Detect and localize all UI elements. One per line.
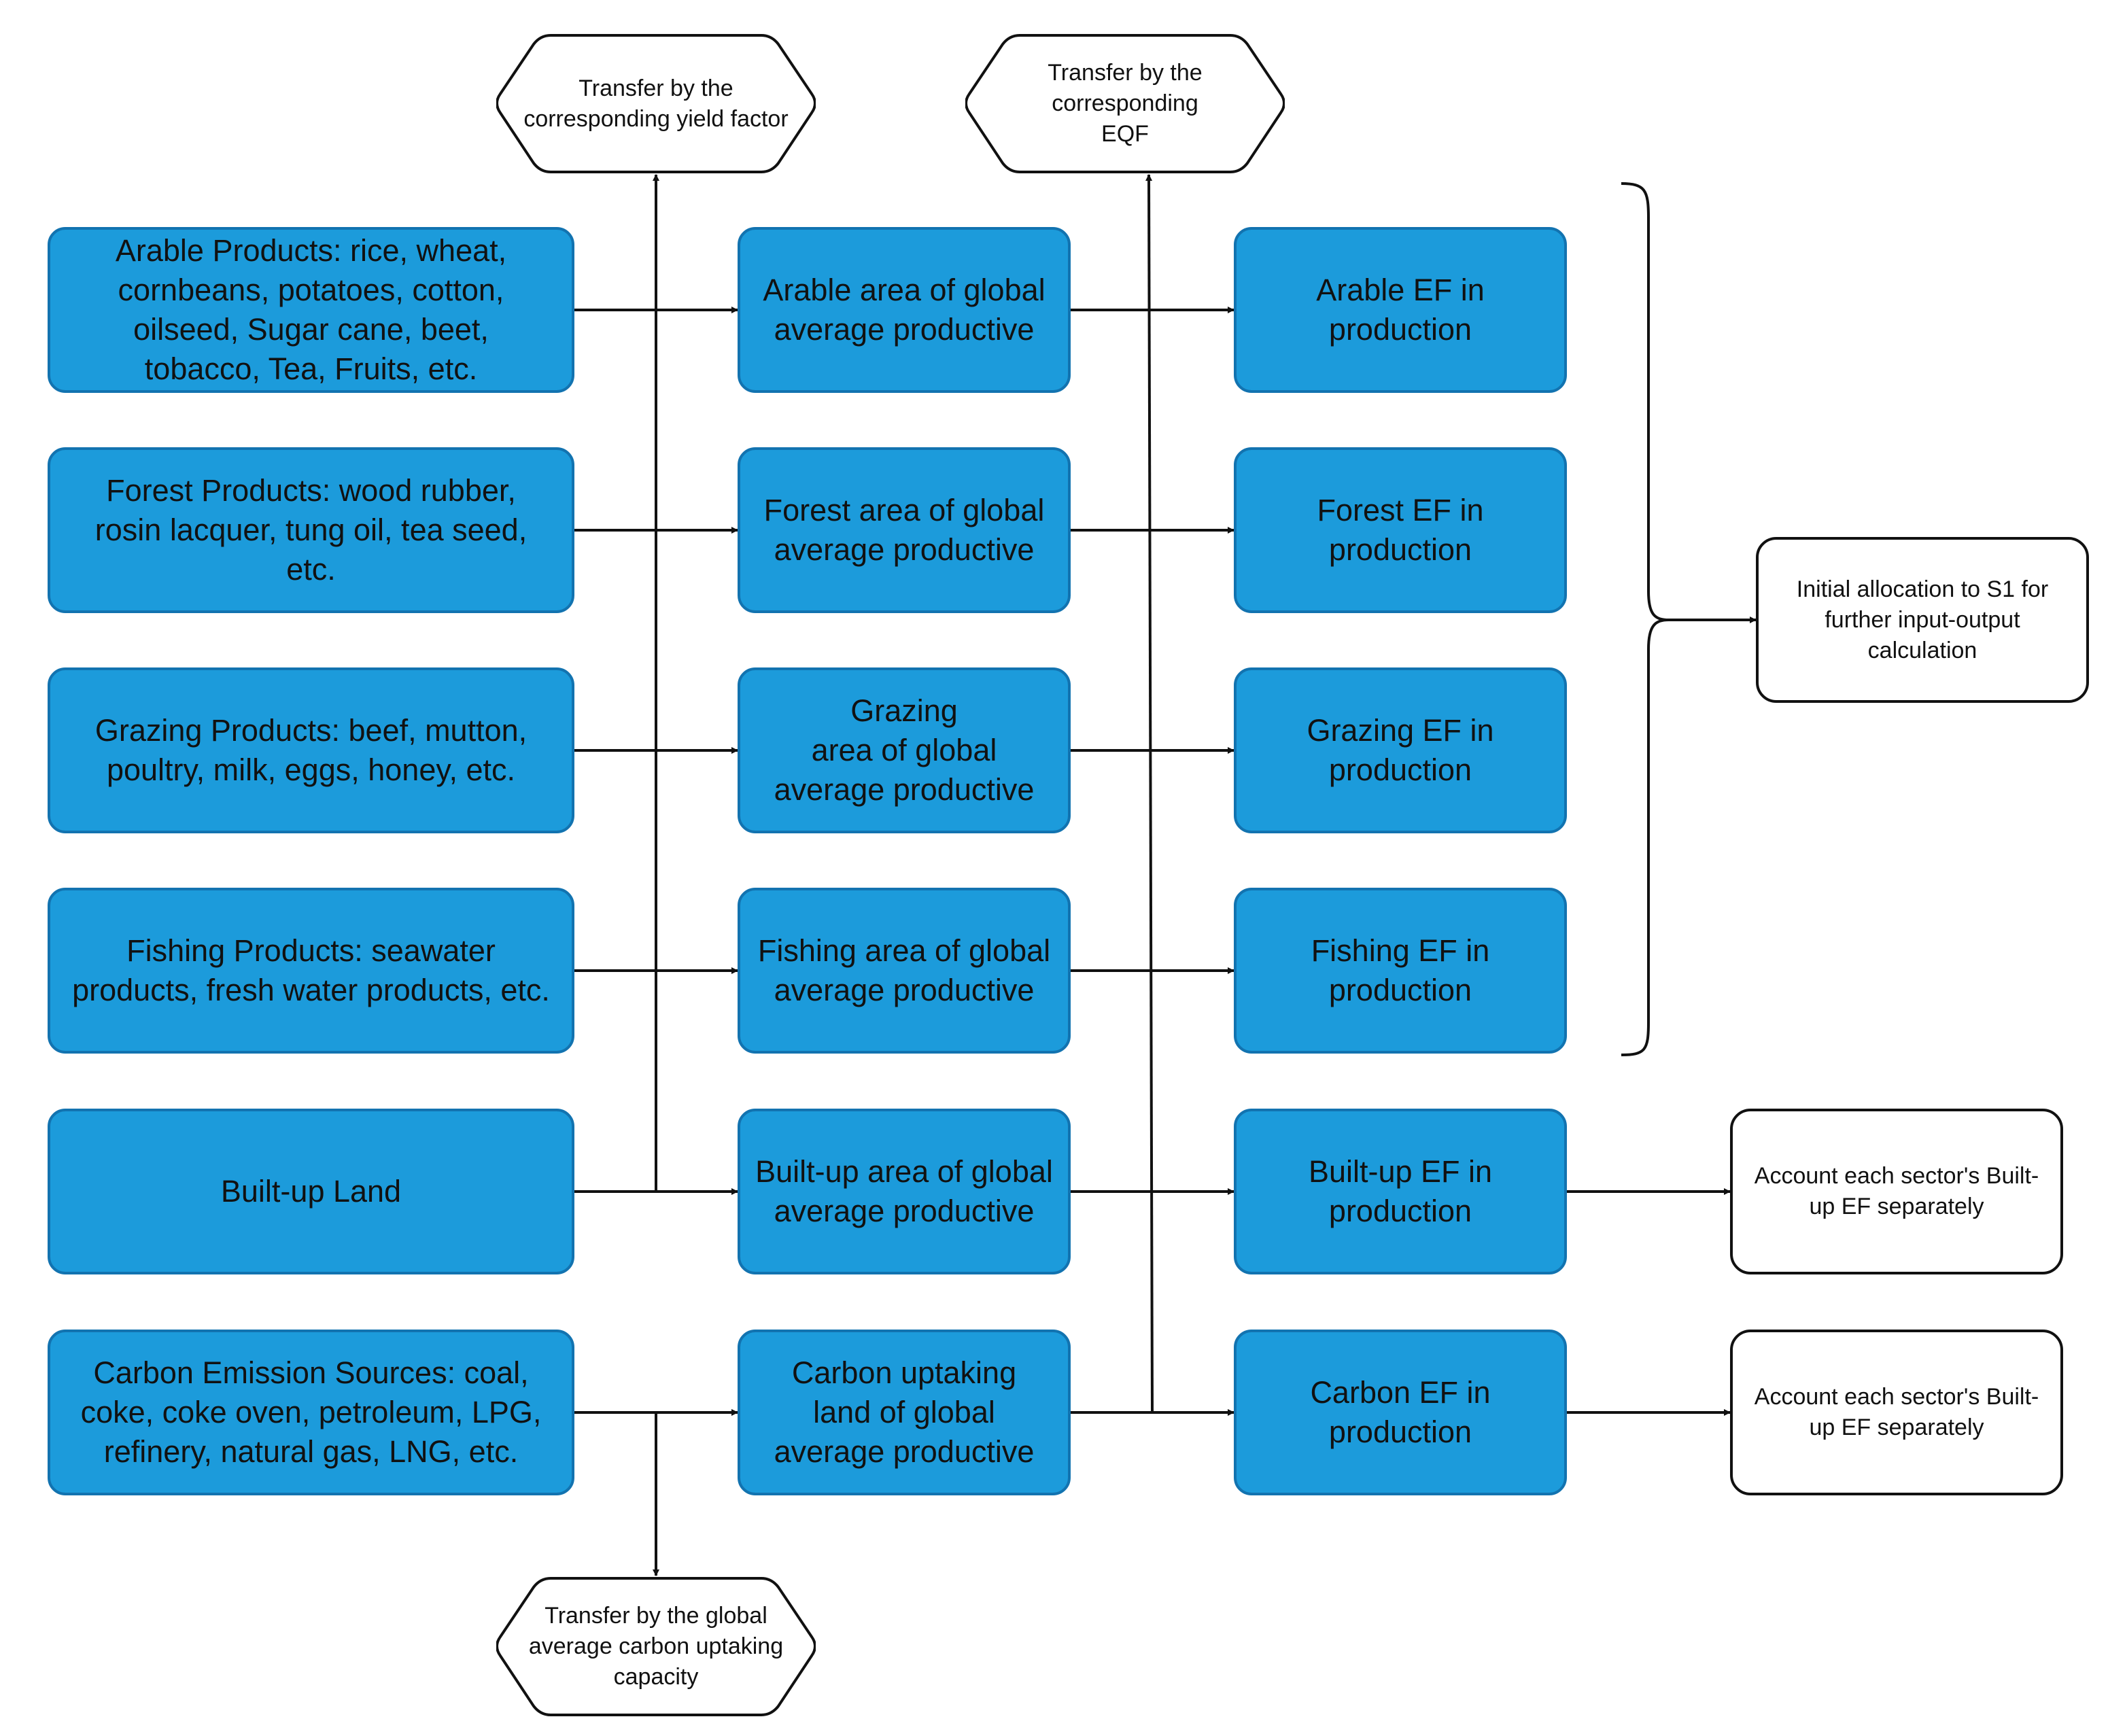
area-carbon: Carbon uptaking land of global average p… [738, 1330, 1071, 1495]
area-builtup: Built-up area of global average producti… [738, 1109, 1071, 1274]
area-arable-label: Arable area of global average productive [763, 273, 1046, 347]
source-fishing-products: Fishing Products: seawater products, fre… [48, 888, 574, 1054]
ef-arable-label: Arable EF in production [1316, 273, 1485, 347]
source-forest-products: Forest Products: wood rubber, rosin lacq… [48, 447, 574, 613]
area-fishing: Fishing area of global average productiv… [738, 888, 1071, 1054]
ef-builtup: Built-up EF in production [1234, 1109, 1567, 1274]
area-fishing-label: Fishing area of global average productiv… [757, 933, 1051, 1007]
transfer-eqf-label: Transfer by the corresponding EQF [1048, 60, 1203, 147]
hexagon-shape [965, 34, 1285, 173]
area-forest: Forest area of global average productive [738, 447, 1071, 613]
source-builtup-land: Built-up Land [48, 1109, 574, 1274]
area-arable: Arable area of global average productive [738, 227, 1071, 393]
outcome-initial-allocation: Initial allocation to S1 for further inp… [1756, 537, 2089, 703]
outcome-builtup-account-label: Account each sector's Built- up EF separ… [1754, 1163, 2039, 1219]
area-carbon-label: Carbon uptaking land of global average p… [774, 1355, 1035, 1469]
ef-carbon: Carbon EF in production [1234, 1330, 1567, 1495]
source-builtup-label: Built-up Land [220, 1174, 402, 1209]
source-arable-products: Arable Products: rice, wheat, cornbeans,… [48, 227, 574, 393]
transfer-carbon-capacity-label: Transfer by the global average carbon up… [528, 1603, 784, 1690]
area-grazing-label: Grazing area of global average productiv… [774, 693, 1035, 807]
source-forest-label: Forest Products: wood rubber, rosin lacq… [94, 473, 528, 587]
outcome-carbon-account-label: Account each sector's Built- up EF separ… [1754, 1384, 2039, 1440]
ef-fishing-label: Fishing EF in production [1311, 933, 1490, 1007]
area-builtup-label: Built-up area of global average producti… [755, 1154, 1053, 1228]
hexagon-shape [496, 34, 816, 173]
edge-to-eqf [1145, 174, 1154, 1413]
ef-fishing: Fishing EF in production [1234, 888, 1567, 1054]
ef-forest-label: Forest EF in production [1317, 493, 1484, 567]
outcome-builtup-account: Account each sector's Built- up EF separ… [1730, 1109, 2063, 1274]
source-carbon-emissions: Carbon Emission Sources: coal, coke, cok… [48, 1330, 574, 1495]
grouping-brace [1621, 182, 1670, 1056]
area-forest-label: Forest area of global average productive [763, 493, 1045, 567]
hexagon-shape [496, 1577, 816, 1716]
outcome-initial-allocation-label: Initial allocation to S1 for further inp… [1796, 576, 2049, 663]
source-grazing-label: Grazing Products: beef, mutton, poultry,… [94, 713, 528, 787]
ef-grazing-label: Grazing EF in production [1307, 713, 1494, 787]
transfer-carbon-capacity: Transfer by the global average carbon up… [496, 1577, 816, 1716]
outcome-carbon-account: Account each sector's Built- up EF separ… [1730, 1330, 2063, 1495]
ef-builtup-label: Built-up EF in production [1308, 1154, 1493, 1228]
source-carbon-label: Carbon Emission Sources: coal, coke, cok… [80, 1355, 542, 1469]
ef-forest: Forest EF in production [1234, 447, 1567, 613]
transfer-eqf: Transfer by the corresponding EQF [965, 34, 1285, 173]
area-grazing: Grazing area of global average productiv… [738, 667, 1071, 833]
source-arable-label: Arable Products: rice, wheat, cornbeans,… [115, 233, 507, 386]
source-grazing-products: Grazing Products: beef, mutton, poultry,… [48, 667, 574, 833]
ef-carbon-label: Carbon EF in production [1310, 1375, 1491, 1449]
ef-arable: Arable EF in production [1234, 227, 1567, 393]
ef-grazing: Grazing EF in production [1234, 667, 1567, 833]
transfer-yield-factor-label: Transfer by the corresponding yield fact… [523, 75, 789, 132]
source-fishing-label: Fishing Products: seawater products, fre… [72, 933, 550, 1007]
transfer-yield-factor: Transfer by the corresponding yield fact… [496, 34, 816, 173]
